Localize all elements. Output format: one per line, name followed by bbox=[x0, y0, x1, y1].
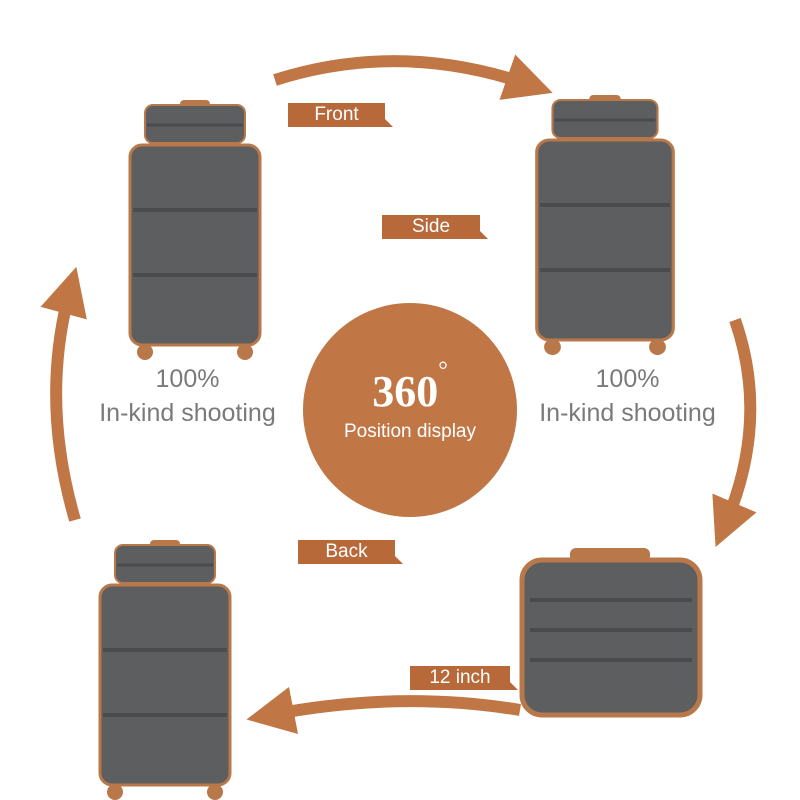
degrees-heading: 360° bbox=[303, 358, 517, 417]
arrow-left bbox=[40, 266, 87, 522]
degrees-value: 360 bbox=[372, 367, 439, 416]
center-subtitle: Position display bbox=[343, 421, 477, 442]
left-caption-text: In-kind shooting bbox=[99, 399, 276, 427]
label-side: Side bbox=[382, 215, 488, 239]
suitcase-back bbox=[98, 538, 232, 800]
arrow-top bbox=[273, 54, 553, 100]
suitcase-front bbox=[128, 98, 262, 362]
right-caption: 100% In-kind shooting bbox=[515, 362, 740, 430]
degree-symbol: ° bbox=[438, 358, 448, 384]
label-front: Front bbox=[288, 103, 393, 127]
arrow-right bbox=[712, 318, 757, 548]
center-badge: 360° Position display bbox=[303, 303, 517, 517]
vanity-case-12-inch bbox=[519, 548, 703, 718]
arrow-bottom bbox=[246, 686, 521, 735]
suitcase-side bbox=[537, 95, 674, 355]
left-caption: 100% In-kind shooting bbox=[75, 362, 300, 430]
label-size: 12 inch bbox=[410, 666, 518, 690]
label-back: Back bbox=[298, 540, 403, 564]
right-caption-percent: 100% bbox=[595, 365, 660, 393]
left-caption-percent: 100% bbox=[155, 365, 220, 393]
right-caption-text: In-kind shooting bbox=[539, 399, 716, 427]
